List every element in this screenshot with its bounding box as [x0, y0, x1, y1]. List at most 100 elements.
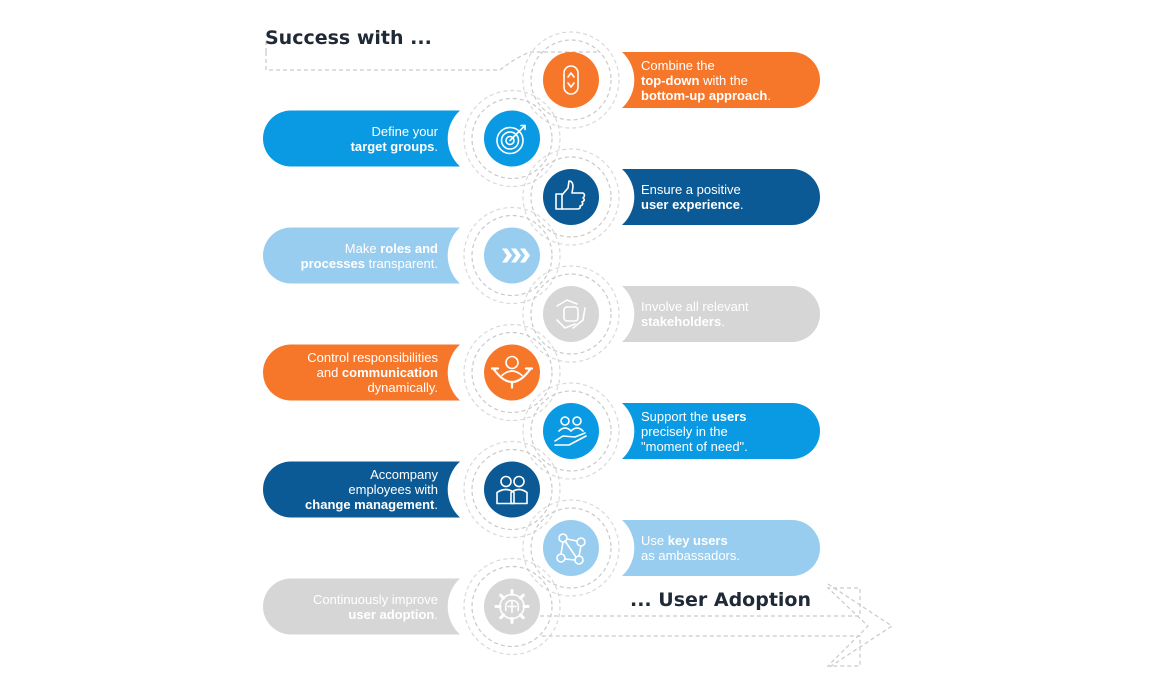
step-text-bold: top-down [641, 72, 700, 88]
step-text-line: as ambassadors. [641, 548, 740, 563]
step-support-users [522, 382, 820, 480]
step-text-span: Combine the [641, 57, 715, 73]
step-stakeholders [522, 265, 820, 363]
step-ring [530, 390, 612, 472]
step-ring [471, 214, 553, 297]
step-text-bold: target groups [350, 138, 435, 154]
step-text-bold: key users [667, 533, 728, 548]
step-pill [622, 169, 820, 225]
step-text-span: "moment of need". [641, 438, 748, 454]
step-circle [484, 461, 540, 518]
step-text-bold: bottom-up approach [641, 87, 768, 103]
step-text-span: and [316, 365, 342, 380]
step-text-span: . [740, 197, 744, 212]
dashed-path [265, 40, 600, 71]
step-ring [471, 97, 553, 180]
title-start: Success with ... [265, 27, 432, 49]
step-ring [471, 448, 553, 531]
network-people-icon [556, 533, 586, 565]
step-text-span: Make [344, 240, 381, 256]
step-pill [622, 403, 820, 459]
step-ring [530, 39, 612, 121]
step-text-span: Continuously improve [312, 591, 438, 607]
step-ring-outer [522, 265, 620, 363]
step-text-span: Accompany [370, 467, 438, 482]
step-text-span: . [434, 497, 438, 512]
person-steering-icon [490, 355, 534, 389]
two-people-icon [496, 475, 528, 505]
step-text-line: bottom-up approach. [641, 88, 771, 103]
step-text-span: . [767, 87, 772, 103]
step-text-span: as ambassadors. [641, 548, 740, 563]
step-pill [263, 461, 460, 518]
title-end: ... User Adoption [630, 589, 812, 611]
step-text-line: processes transparent. [301, 256, 438, 271]
step-pill [622, 52, 820, 108]
step-pill [263, 227, 460, 284]
step-text-line: Accompany [305, 467, 438, 482]
step-text-line: Define your [351, 124, 438, 139]
gear-brain-icon [494, 589, 530, 624]
step-ring-outer [522, 148, 620, 246]
step-circle [543, 520, 599, 576]
step-text-line: Support the users [641, 409, 748, 424]
step-ring [471, 331, 553, 414]
hand-people-icon [554, 416, 587, 446]
step-roles-processes [263, 206, 561, 305]
joined-hands-icon [556, 299, 586, 329]
step-text-line: dynamically. [307, 380, 438, 395]
step-text-span: Define your [371, 123, 438, 139]
step-text-line: target groups. [351, 139, 438, 154]
step-circle [543, 286, 599, 342]
step-ring-outer [463, 89, 561, 188]
step-pill [263, 110, 460, 167]
step-text-span: Ensure a positive [641, 182, 741, 197]
step-text-line: Make roles and [301, 241, 438, 256]
step-text-line: Involve all relevant [641, 299, 749, 314]
step-text-line: change management. [305, 497, 438, 512]
chevrons-right-icon [502, 248, 530, 263]
step-pill [263, 344, 460, 401]
step-ring-outer [463, 323, 561, 422]
step-text-bold: communication [341, 365, 438, 380]
step-text-span: . [434, 138, 438, 154]
step-ring [530, 273, 612, 355]
step-text-bold: change management [305, 497, 435, 512]
step-text-span: . [721, 314, 725, 329]
step-text-line: Ensure a positive [641, 182, 744, 197]
step-responsibilities [263, 323, 561, 422]
step-circle [543, 52, 599, 108]
step-text-bold: users [711, 408, 747, 424]
step-text-line: employees with [305, 482, 438, 497]
step-text-bold: stakeholders [641, 314, 722, 329]
step-text-line: and communication [307, 365, 438, 380]
step-text-line: stakeholders. [641, 314, 749, 329]
step-pill [622, 520, 820, 576]
step-top-down [522, 31, 820, 129]
step-text-span: employees with [348, 482, 438, 497]
step-ring-outer [463, 206, 561, 305]
step-pill [263, 578, 460, 635]
step-text-span: with the [699, 72, 748, 88]
step-ring-outer [522, 499, 620, 597]
step-circle [543, 169, 599, 225]
step-text-span: Support the [641, 408, 712, 424]
step-ring-outer [463, 557, 561, 656]
step-text-line: Continuously improve [313, 592, 438, 607]
step-user-experience [522, 148, 820, 246]
loop-arrows-icon [563, 65, 579, 95]
step-pill [622, 286, 820, 342]
step-text-line: Control responsibilities [307, 350, 438, 365]
step-text-span: dynamically. [367, 380, 438, 395]
step-ring-outer [522, 382, 620, 480]
step-ring [471, 565, 553, 648]
